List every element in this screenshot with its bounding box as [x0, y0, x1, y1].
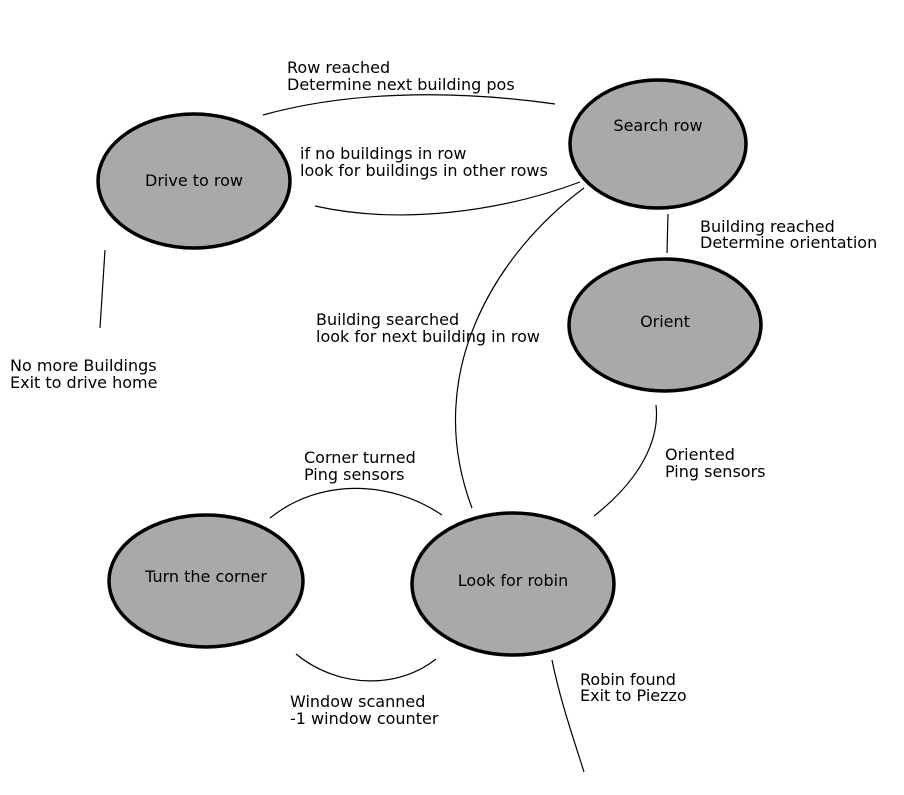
label-line-1: Oriented: [665, 445, 735, 464]
label-line-2: Determine orientation: [700, 233, 877, 252]
label-no-more-buildings: No more Buildings Exit to drive home: [10, 356, 157, 392]
label-row-reached: Row reached Determine next building pos: [287, 58, 515, 94]
edge-robin-found: [551, 659, 585, 773]
label-building-searched: Building searched look for next building…: [316, 310, 540, 346]
edge-corner-turned: [269, 487, 443, 519]
label-line-1: Robin found: [580, 670, 676, 689]
state-drive-to-row: Drive to row: [96, 112, 292, 250]
label-line-2: Exit to drive home: [10, 373, 157, 392]
label-line-1: Row reached: [287, 58, 390, 77]
edge-no-more-buildings: [99, 249, 106, 329]
edge-building-searched: [455, 187, 585, 509]
label-line-2: look for next building in row: [316, 327, 540, 346]
state-label: Turn the corner: [144, 567, 267, 586]
label-line-1: Corner turned: [304, 448, 416, 467]
state-search-row: Search row: [568, 78, 748, 210]
edge-oriented: [593, 404, 658, 517]
label-no-buildings-in-row: if no buildings in row look for building…: [300, 144, 548, 180]
label-window-scanned: Window scanned -1 window counter: [290, 692, 439, 728]
label-line-2: Determine next building pos: [287, 75, 515, 94]
edge-no-buildings-in-row: [314, 181, 581, 216]
label-building-reached: Building reached Determine orientation: [700, 217, 877, 252]
label-line-1: Building searched: [316, 310, 459, 329]
edge-row-reached: [262, 94, 556, 116]
state-orient: Orient: [567, 257, 763, 393]
label-line-1: Building reached: [700, 217, 835, 236]
state-label: Look for robin: [458, 571, 568, 590]
state-look-for-robin: Look for robin: [410, 511, 616, 657]
label-line-1: No more Buildings: [10, 356, 157, 375]
label-line-2: Ping sensors: [665, 462, 765, 481]
state-label: Search row: [613, 116, 702, 135]
label-line-2: -1 window counter: [290, 709, 439, 728]
edge-building-reached: [666, 213, 669, 254]
state-turn-the-corner: Turn the corner: [107, 513, 305, 649]
state-label: Drive to row: [145, 171, 243, 190]
label-robin-found: Robin found Exit to Piezzo: [580, 670, 687, 705]
label-line-2: Ping sensors: [304, 465, 404, 484]
label-line-2: look for buildings in other rows: [300, 161, 548, 180]
label-line-1: Window scanned: [290, 692, 425, 711]
label-corner-turned: Corner turned Ping sensors: [304, 448, 416, 484]
edge-window-scanned: [295, 653, 437, 682]
label-line-2: Exit to Piezzo: [580, 686, 687, 705]
label-line-1: if no buildings in row: [300, 144, 466, 163]
state-label: Orient: [640, 312, 690, 331]
label-oriented: Oriented Ping sensors: [665, 445, 765, 481]
